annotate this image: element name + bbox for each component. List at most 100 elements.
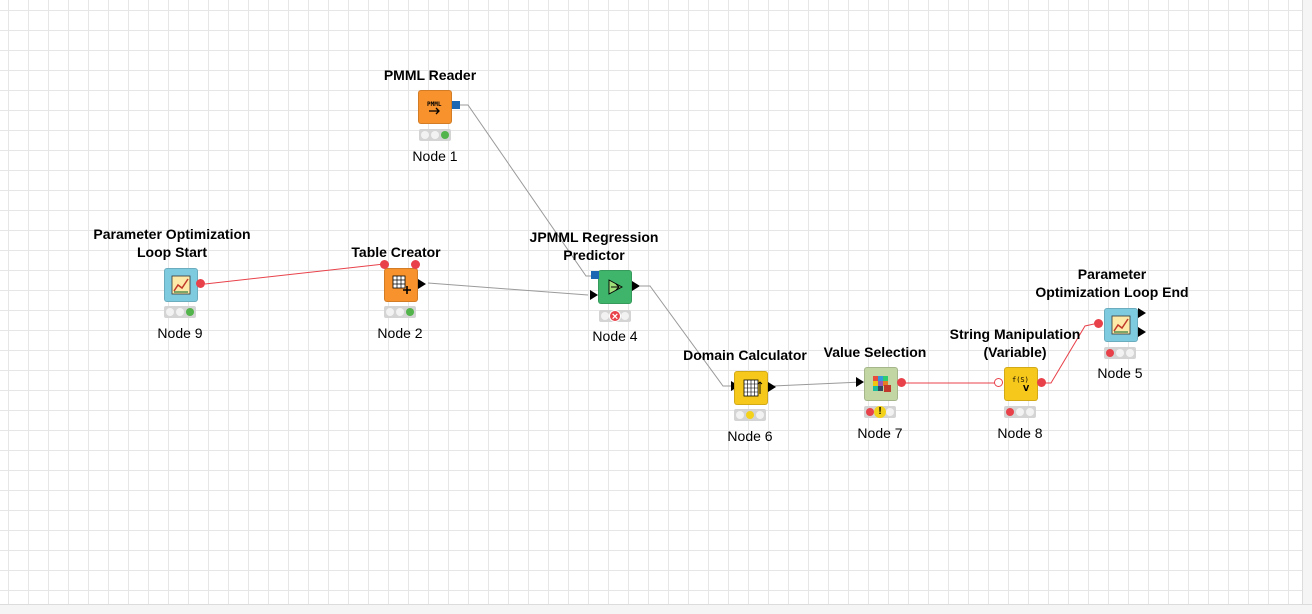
string-manipulation-node[interactable]: f(S) V [994, 367, 1046, 401]
param-loop-end-node[interactable] [1094, 308, 1146, 342]
node1-pmml-out-port[interactable] [452, 101, 460, 109]
param-loop-end-body[interactable] [1104, 308, 1138, 342]
node8-light-green [1026, 408, 1034, 416]
node6-status [734, 409, 766, 421]
node5-status [1104, 347, 1136, 359]
node7-label[interactable]: Node 7 [857, 425, 903, 441]
param-loop-start-node[interactable] [164, 268, 205, 302]
connection-node6-node7[interactable] [772, 381, 863, 387]
node4-label[interactable]: Node 4 [592, 328, 638, 344]
node2-variable-out-port[interactable] [411, 260, 420, 269]
node6-light-red [736, 411, 744, 419]
node4-title-line1: JPMML Regression [529, 229, 659, 245]
value-selection-body[interactable] [864, 367, 898, 401]
pmml-reader-body[interactable]: PMML [418, 90, 452, 124]
node8-variable-in-port[interactable] [994, 378, 1003, 387]
node9-light-green [186, 308, 194, 316]
node2-status [384, 306, 416, 318]
node5-title: Parameter Optimization Loop End [1022, 265, 1202, 301]
node2-data-out-port[interactable] [418, 279, 426, 289]
table-creator-body[interactable] [384, 268, 418, 302]
node4-title-line2: Predictor [563, 247, 625, 263]
value-selection-node[interactable] [864, 367, 906, 401]
node8-variable-out-port[interactable] [1037, 378, 1046, 387]
loop-chart-icon [171, 275, 191, 295]
node9-variable-out-port[interactable] [196, 279, 205, 288]
node2-label[interactable]: Node 2 [377, 325, 423, 341]
node7-warning-icon: ! [874, 406, 886, 418]
node5-title-line2: Optimization Loop End [1035, 284, 1189, 300]
pmml-file-icon: PMML [427, 101, 442, 115]
node6-title: Domain Calculator [683, 347, 807, 363]
node2-light-green [406, 308, 414, 316]
node7-light-green [886, 408, 894, 416]
node8-label[interactable]: Node 8 [997, 425, 1043, 441]
domain-calculator-body[interactable] [734, 371, 768, 405]
connection-node1-node4[interactable] [460, 104, 591, 277]
node4-pmml-in-port[interactable] [591, 271, 599, 279]
horizontal-scrollbar[interactable] [0, 604, 1312, 614]
jpmml-predictor-node[interactable] [591, 270, 640, 304]
node2-light-yellow [396, 308, 404, 316]
connection-node2-node4[interactable] [427, 282, 589, 296]
node8-status [1004, 406, 1036, 418]
node9-status [164, 306, 196, 318]
pmml-reader-node[interactable]: PMML [418, 90, 460, 124]
node5-light-yellow [1116, 349, 1124, 357]
node1-label[interactable]: Node 1 [412, 148, 458, 164]
pmml-icon-text: PMML [427, 101, 442, 108]
node2-title: Table Creator [351, 244, 441, 260]
node8-title-line2: (Variable) [983, 344, 1047, 360]
connection-node9-node2[interactable] [204, 263, 385, 285]
node9-light-red [166, 308, 174, 316]
table-creator-node[interactable] [380, 260, 426, 302]
node9-label[interactable]: Node 9 [157, 325, 203, 341]
node6-data-out-port[interactable] [768, 382, 776, 392]
jpmml-predictor-body[interactable] [598, 270, 632, 304]
vertical-scrollbar[interactable] [1302, 0, 1312, 604]
node4-title: JPMML Regression Predictor [524, 228, 664, 264]
node5-light-red [1106, 349, 1114, 357]
string-fn-main-text: f(S) [1012, 376, 1029, 384]
node7-variable-out-port[interactable] [897, 378, 906, 387]
node6-light-green [756, 411, 764, 419]
grid-select-icon [873, 376, 891, 392]
node5-label[interactable]: Node 5 [1097, 365, 1143, 381]
arrow-in-node4-data [590, 290, 598, 300]
connection-node8-node5[interactable] [1043, 323, 1095, 384]
node4-light-red [601, 312, 609, 320]
node7-light-red [866, 408, 874, 416]
node7-title: Value Selection [823, 344, 927, 360]
node9-light-yellow [176, 308, 184, 316]
node1-light-red [421, 131, 429, 139]
node8-light-red [1006, 408, 1014, 416]
node5-variable-in-port[interactable] [1094, 319, 1103, 328]
node5-data-out-port-2[interactable] [1138, 327, 1146, 337]
node4-data-out-port[interactable] [632, 281, 640, 291]
loop-chart-icon [1111, 315, 1131, 335]
node4-light-green [621, 312, 629, 320]
node2-variable-in-port[interactable] [380, 260, 389, 269]
string-function-icon: f(S) V [1012, 376, 1030, 393]
node6-label[interactable]: Node 6 [727, 428, 773, 444]
node4-error-icon: × [609, 310, 621, 323]
arrow-in-node7 [856, 377, 864, 387]
node9-title: Parameter Optimization Loop Start [82, 225, 262, 261]
node5-title-line1: Parameter [1077, 266, 1147, 282]
node5-data-out-port-1[interactable] [1138, 308, 1146, 318]
node1-light-yellow [431, 131, 439, 139]
param-loop-start-body[interactable] [164, 268, 198, 302]
string-fn-sub-text: V [1023, 384, 1030, 393]
node1-light-green [441, 131, 449, 139]
node6-light-yellow [746, 411, 754, 419]
domain-calculator-node[interactable] [734, 371, 776, 405]
node5-light-green [1126, 349, 1134, 357]
node2-light-red [386, 308, 394, 316]
connection-node4-node6[interactable] [640, 285, 731, 387]
table-plus-icon [392, 275, 411, 294]
node1-title: PMML Reader [383, 67, 477, 83]
node8-light-yellow [1016, 408, 1024, 416]
string-manipulation-body[interactable]: f(S) V [1004, 367, 1038, 401]
